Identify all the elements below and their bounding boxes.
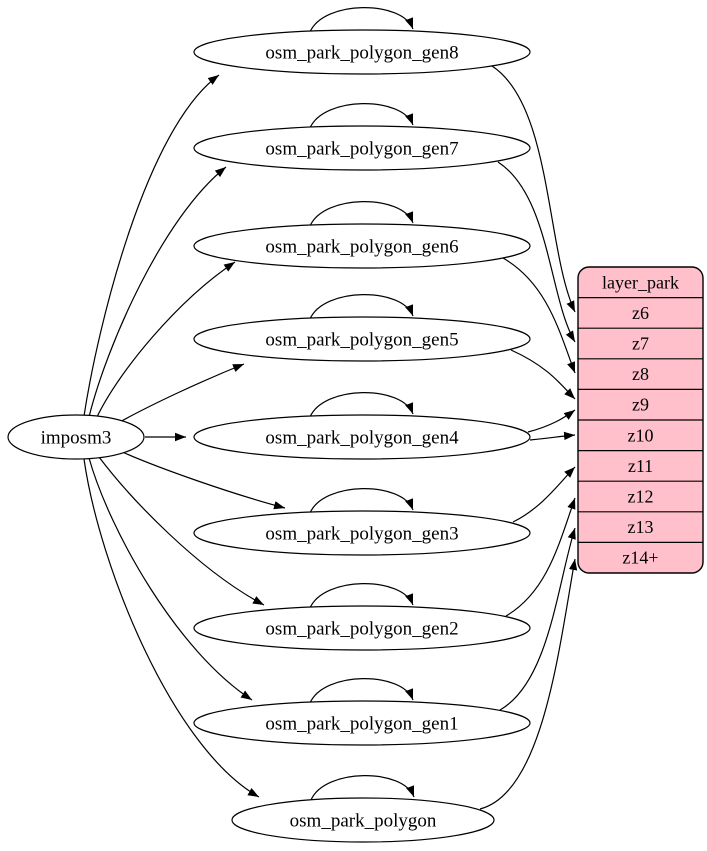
table-node-osm_park_polygon_gen5: osm_park_polygon_gen5 <box>193 316 531 362</box>
node-ellipse-osm_park_polygon_gen5 <box>193 316 531 362</box>
node-ellipse-osm_park_polygon_gen6 <box>193 223 531 269</box>
self-loop-osm_park_polygon_gen1 <box>309 678 414 704</box>
layer-row-z6: z6 <box>632 303 649 323</box>
node-ellipse-osm_park_polygon_gen4 <box>193 414 531 460</box>
edge-imposm3-to-osm_park_polygon_gen5 <box>117 363 245 424</box>
layer-row-z14+: z14+ <box>622 548 658 568</box>
self-loop-osm_park_polygon_gen6 <box>309 201 414 227</box>
nodes-layer: imposm3 osm_park_polygon_gen8 osm_park_pol… <box>7 29 531 843</box>
node-ellipse-osm_park_polygon_gen8 <box>193 29 531 75</box>
self-loop-osm_park_polygon_gen2 <box>309 583 414 609</box>
node-ellipse-osm_park_polygon_gen2 <box>193 605 531 651</box>
edge-osm_park_polygon_gen4-to-z9 <box>527 409 576 433</box>
table-node-osm_park_polygon_gen3: osm_park_polygon_gen3 <box>193 510 531 556</box>
layer-row-z9: z9 <box>632 395 649 415</box>
edge-osm_park_polygon_gen8-to-z6 <box>491 65 576 313</box>
edge-osm_park_polygon-to-z14+ <box>479 558 578 810</box>
node-label-osm_park_polygon: osm_park_polygon <box>290 811 437 832</box>
edge-imposm3-to-osm_park_polygon <box>83 458 260 798</box>
edge-imposm3-to-osm_park_polygon_gen3 <box>119 450 286 510</box>
self-loop-osm_park_polygon_gen7 <box>309 103 414 129</box>
edges-layer <box>83 7 578 810</box>
node-label-osm_park_polygon_gen6: osm_park_polygon_gen6 <box>265 237 458 258</box>
node-label-osm_park_polygon_gen7: osm_park_polygon_gen7 <box>265 139 458 160</box>
edge-osm_park_polygon_gen7-to-z7 <box>497 161 576 343</box>
table-node-osm_park_polygon_gen6: osm_park_polygon_gen6 <box>193 223 531 269</box>
layer-row-z11: z11 <box>628 456 653 476</box>
node-label-osm_park_polygon_gen3: osm_park_polygon_gen3 <box>265 524 458 545</box>
layer-row-z13: z13 <box>628 517 654 537</box>
source-node-imposm3: imposm3 <box>7 414 145 460</box>
edge-osm_park_polygon_gen4-to-z10 <box>529 431 576 441</box>
self-loop-osm_park_polygon_gen4 <box>309 392 414 418</box>
table-node-osm_park_polygon_gen7: osm_park_polygon_gen7 <box>193 125 531 171</box>
edge-osm_park_polygon_gen6-to-z8 <box>502 257 576 374</box>
layer-table-layer: layer_park z6 z7 z8 z9 z10 z11 z12 z13 z14+ <box>577 266 704 574</box>
node-label-osm_park_polygon_gen2: osm_park_polygon_gen2 <box>265 619 458 640</box>
edge-osm_park_polygon_gen2-to-z12 <box>505 497 576 617</box>
self-loop-osm_park_polygon <box>310 775 415 801</box>
node-ellipse-imposm3 <box>7 414 145 460</box>
edge-imposm3-to-osm_park_polygon_gen1 <box>88 457 253 701</box>
edge-imposm3-to-osm_park_polygon_gen7 <box>88 166 227 418</box>
self-loop-osm_park_polygon_gen5 <box>309 294 414 320</box>
self-loop-osm_park_polygon_gen8 <box>309 7 414 33</box>
node-ellipse-osm_park_polygon <box>231 797 495 843</box>
edge-imposm3-to-osm_park_polygon_gen2 <box>98 456 265 606</box>
table-node-osm_park_polygon_gen2: osm_park_polygon_gen2 <box>193 605 531 651</box>
edge-osm_park_polygon_gen1-to-z13 <box>499 527 576 711</box>
node-label-osm_park_polygon_gen1: osm_park_polygon_gen1 <box>265 714 458 735</box>
node-ellipse-osm_park_polygon_gen1 <box>193 700 531 746</box>
node-ellipse-osm_park_polygon_gen7 <box>193 125 531 171</box>
edge-osm_park_polygon_gen3-to-z11 <box>512 466 576 523</box>
node-label-osm_park_polygon_gen5: osm_park_polygon_gen5 <box>265 330 458 351</box>
node-label-osm_park_polygon_gen4: osm_park_polygon_gen4 <box>265 428 459 449</box>
table-node-osm_park_polygon: osm_park_polygon <box>231 797 495 843</box>
layer-row-z7: z7 <box>632 334 649 354</box>
edge-imposm3-to-osm_park_polygon_gen6 <box>95 261 236 420</box>
table-node-osm_park_polygon_gen8: osm_park_polygon_gen8 <box>193 29 531 75</box>
self-loop-osm_park_polygon_gen3 <box>309 488 414 514</box>
edge-imposm3-to-osm_park_polygon_gen8 <box>83 74 220 417</box>
table-node-osm_park_polygon_gen4: osm_park_polygon_gen4 <box>193 414 531 460</box>
layer-table-title: layer_park <box>602 272 679 292</box>
node-label-osm_park_polygon_gen8: osm_park_polygon_gen8 <box>265 43 458 64</box>
layer-row-z8: z8 <box>632 364 649 384</box>
table-node-osm_park_polygon_gen1: osm_park_polygon_gen1 <box>193 700 531 746</box>
node-ellipse-osm_park_polygon_gen3 <box>193 510 531 556</box>
layer-row-z12: z12 <box>628 487 654 507</box>
node-label-imposm3: imposm3 <box>41 428 112 449</box>
layer-row-z10: z10 <box>628 425 654 445</box>
edge-osm_park_polygon_gen5-to-z9 <box>510 349 576 400</box>
